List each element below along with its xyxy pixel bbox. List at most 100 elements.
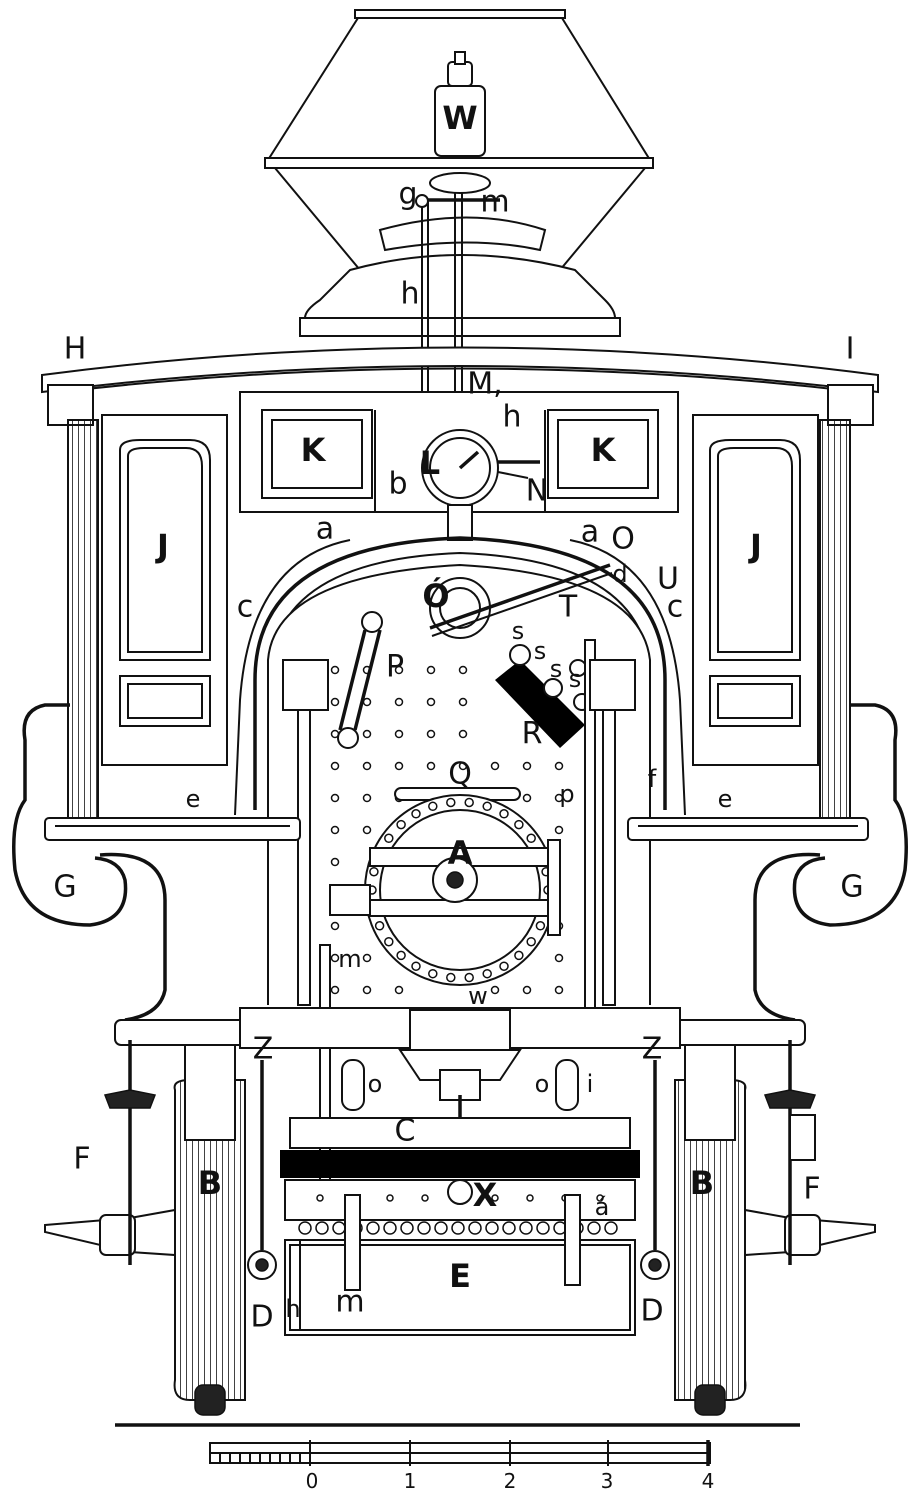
rivet xyxy=(554,953,564,963)
rivet xyxy=(426,665,436,675)
label-p: p xyxy=(559,780,574,808)
rivet xyxy=(330,697,340,707)
label-s3: s xyxy=(550,655,563,683)
part-labels: W g m h H I M, h K K L N b J J a a O d U… xyxy=(53,99,863,1335)
rivet xyxy=(394,697,404,707)
rivet xyxy=(426,729,436,739)
pan-hole xyxy=(298,1221,312,1235)
rivet xyxy=(554,761,564,771)
left-handrail xyxy=(12,703,167,1022)
door-rivet xyxy=(535,921,546,931)
door-rivet xyxy=(396,950,406,961)
label-F-left: F xyxy=(73,1142,90,1177)
rivet xyxy=(330,665,340,675)
door-rivet xyxy=(428,801,438,812)
pan-hole xyxy=(519,1221,533,1235)
rivet xyxy=(554,825,564,835)
rivet xyxy=(490,761,500,771)
rivet xyxy=(362,953,372,963)
door-rivet xyxy=(428,968,438,979)
pan-rivet xyxy=(526,1194,534,1202)
rivet xyxy=(330,825,340,835)
pan-rivet xyxy=(421,1194,429,1202)
label-G-left: G xyxy=(53,870,76,905)
label-C: C xyxy=(395,1114,416,1149)
label-N: N xyxy=(526,474,548,509)
scale-tick-1: 1 xyxy=(404,1469,417,1493)
label-w: w xyxy=(468,982,488,1010)
rivet xyxy=(490,985,500,995)
rivet xyxy=(522,793,532,803)
label-s2: s xyxy=(534,637,547,665)
label-W: W xyxy=(442,99,477,137)
label-m-mid: m xyxy=(338,945,361,973)
smokestack xyxy=(264,9,654,405)
rivet xyxy=(394,729,404,739)
fire-door xyxy=(329,794,561,986)
rivet xyxy=(458,665,468,675)
door-rivet xyxy=(374,921,385,931)
ash-pan xyxy=(284,1179,636,1336)
label-m-top: m xyxy=(480,185,509,220)
pan-hole xyxy=(332,1221,346,1235)
label-b: b xyxy=(388,467,407,502)
door-rivet xyxy=(369,866,379,877)
label-J-left: J xyxy=(155,527,169,565)
label-L: L xyxy=(420,444,440,482)
label-E: E xyxy=(449,1257,471,1295)
label-U: U xyxy=(657,562,679,597)
door-rivet xyxy=(514,950,524,961)
label-F-right: F xyxy=(803,1172,820,1207)
rivet xyxy=(330,793,340,803)
rivet xyxy=(330,985,340,995)
pan-hole xyxy=(434,1221,448,1235)
r-pipe xyxy=(495,660,585,748)
label-c-left: c xyxy=(237,590,254,625)
label-Q: Q xyxy=(448,757,472,792)
pan-rivet xyxy=(386,1194,394,1202)
water-gauge-glass xyxy=(337,611,383,749)
rivet xyxy=(426,697,436,707)
left-wheel xyxy=(173,1044,246,1416)
rivet xyxy=(362,729,372,739)
scale-bar: 0 1 2 3 4 xyxy=(209,1440,715,1493)
label-o-left: o xyxy=(368,1070,383,1098)
label-o-right: o xyxy=(535,1070,550,1098)
pan-rivet xyxy=(316,1194,324,1202)
cab-roof xyxy=(41,346,879,426)
scale-tick-2: 2 xyxy=(504,1469,517,1493)
right-axle-end xyxy=(744,1040,876,1265)
label-h: h xyxy=(400,277,419,312)
axle xyxy=(280,1117,640,1178)
pan-rivet xyxy=(491,1194,499,1202)
label-i: i xyxy=(587,1070,594,1098)
rivet xyxy=(330,857,340,867)
label-G-right: G xyxy=(840,870,863,905)
rivet xyxy=(458,729,468,739)
label-a-left: a xyxy=(316,512,334,547)
rivet xyxy=(362,793,372,803)
rivet xyxy=(458,761,468,771)
rivet xyxy=(330,921,340,931)
scale-tick-4: 4 xyxy=(702,1469,715,1493)
label-c-right: c xyxy=(667,590,684,625)
label-I: I xyxy=(846,332,855,367)
right-wheel xyxy=(674,1044,747,1416)
rivet xyxy=(554,985,564,995)
door-rivet xyxy=(499,961,509,971)
rivet xyxy=(394,665,404,675)
door-rivet xyxy=(482,968,492,979)
swing-links xyxy=(341,1059,579,1111)
label-O: O xyxy=(611,522,635,557)
rivet xyxy=(458,697,468,707)
door-rivet xyxy=(384,833,394,844)
rivet-pattern xyxy=(330,665,564,995)
steam-gauge xyxy=(421,429,540,541)
rivet xyxy=(554,793,564,803)
door-rivet xyxy=(384,936,394,947)
footplates xyxy=(44,817,869,841)
label-e-left: e xyxy=(186,785,201,813)
pan-hole xyxy=(366,1221,380,1235)
cab-right-side xyxy=(692,414,851,821)
